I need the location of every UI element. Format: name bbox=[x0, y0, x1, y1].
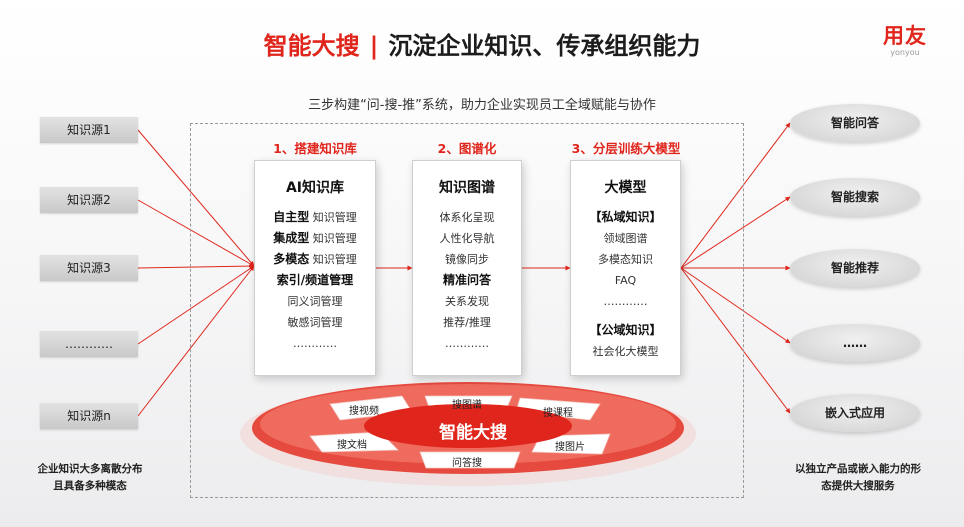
card-line: FAQ bbox=[614, 274, 637, 287]
card-line: 多模态知识 bbox=[598, 253, 653, 266]
connector-line bbox=[137, 129, 255, 267]
right-note-line: 态提供大搜服务 bbox=[821, 480, 895, 492]
disc-segment-label: 搜图片 bbox=[555, 442, 585, 453]
step-title: 3、分层训练大模型 bbox=[571, 141, 681, 156]
output-ellipse: 智能问答 bbox=[790, 104, 920, 142]
subtitle: 三步构建“问-搜-推”系统，助力企业实现员工全域赋能与协作 bbox=[308, 98, 656, 113]
large-model-card: 大模型 【私域知识】 领域图谱 多模态知识 FAQ ………… 【公域知识】 社会… bbox=[570, 160, 681, 376]
step-title: 2、图谱化 bbox=[437, 141, 497, 156]
card-line bbox=[571, 312, 680, 320]
card-title: 知识图谱 bbox=[439, 180, 495, 196]
title-highlight: 智能大搜 bbox=[263, 32, 360, 60]
card-title: AI知识库 bbox=[285, 180, 345, 196]
disc-center-label: 智能大搜 bbox=[439, 423, 507, 443]
connector-line bbox=[137, 265, 255, 417]
connector-line bbox=[137, 199, 255, 267]
right-note: 以独立产品或嵌入能力的形 态提供大搜服务 bbox=[778, 461, 938, 495]
source-box: 知识源n bbox=[40, 403, 138, 429]
card-title: 大模型 bbox=[604, 180, 647, 196]
card-line: 敏感词管理 bbox=[287, 316, 343, 329]
logo-text: 用友 bbox=[883, 24, 927, 48]
disc-segment-label: 搜课程 bbox=[543, 408, 573, 419]
connector-line bbox=[680, 267, 791, 414]
title-main: 沉淀企业知识、传承组织能力 bbox=[388, 32, 701, 60]
card-line: ………… bbox=[293, 337, 337, 350]
disc-segment bbox=[309, 431, 399, 453]
card-line: 人性化导航 bbox=[439, 232, 495, 245]
brand-logo: 用友 yonyou bbox=[870, 20, 940, 57]
connector-line bbox=[137, 263, 255, 269]
output-ellipse: 智能推荐 bbox=[790, 249, 920, 287]
step-title: 1、搭建知识库 bbox=[273, 141, 357, 156]
card-line: 精准问答 bbox=[442, 273, 491, 287]
connector-line bbox=[137, 265, 255, 345]
card-line: 多模态 知识管理 bbox=[273, 252, 357, 266]
source-box: 知识源2 bbox=[40, 187, 138, 213]
right-note-line: 以独立产品或嵌入能力的形 bbox=[795, 463, 921, 475]
card-line: ………… bbox=[603, 295, 648, 308]
connector-line bbox=[680, 122, 791, 269]
card-line: ………… bbox=[445, 337, 489, 350]
card-line: 关系发现 bbox=[445, 295, 489, 308]
output-ellipse: 嵌入式应用 bbox=[790, 394, 920, 432]
left-note: 企业知识大多离散分布 且具备多种模态 bbox=[14, 461, 166, 495]
connector-line bbox=[680, 267, 791, 344]
card-line: 推荐/推理 bbox=[443, 316, 491, 329]
disc-segment-label: 问答搜 bbox=[452, 458, 482, 469]
card-line: 镜像同步 bbox=[445, 253, 489, 266]
disc-segment-label: 搜视频 bbox=[349, 406, 379, 417]
disc-segment bbox=[419, 451, 521, 469]
card-line: 领域图谱 bbox=[603, 232, 648, 245]
source-box: ………… bbox=[40, 331, 138, 357]
knowledge-base-card: AI知识库 自主型 知识管理 集成型 知识管理 多模态 知识管理 索引/频道管理… bbox=[254, 160, 376, 376]
card-line: 集成型 知识管理 bbox=[273, 231, 357, 245]
source-box: 知识源3 bbox=[40, 255, 138, 281]
output-ellipse: 智能搜索 bbox=[790, 178, 920, 216]
card-line: 自主型 知识管理 bbox=[273, 210, 357, 224]
disc-segment-label: 搜文档 bbox=[337, 440, 367, 451]
output-ellipse: …… bbox=[790, 324, 920, 362]
knowledge-graph-card: 知识图谱 体系化呈现 人性化导航 镜像同步 精准问答 关系发现 推荐/推理 ……… bbox=[412, 160, 522, 376]
source-box: 知识源1 bbox=[40, 117, 138, 143]
card-line: 【私域知识】 bbox=[589, 210, 662, 224]
logo-subtext: yonyou bbox=[890, 48, 920, 57]
card-line: 索引/频道管理 bbox=[276, 273, 354, 287]
left-note-line: 且具备多种模态 bbox=[53, 480, 127, 492]
card-line: 体系化呈现 bbox=[439, 211, 495, 224]
card-line: 【公域知识】 bbox=[589, 323, 662, 337]
title-separator: | bbox=[369, 32, 379, 60]
left-note-line: 企业知识大多离散分布 bbox=[37, 463, 143, 475]
disc-segment-label: 搜图谱 bbox=[452, 400, 482, 411]
search-disc bbox=[240, 382, 696, 486]
connector-line bbox=[680, 196, 791, 269]
page-title: 智能大搜 | 沉淀企业知识、传承组织能力 bbox=[0, 26, 964, 61]
card-line: 同义词管理 bbox=[287, 295, 343, 308]
card-line: 社会化大模型 bbox=[592, 345, 659, 358]
process-frame bbox=[190, 123, 744, 498]
